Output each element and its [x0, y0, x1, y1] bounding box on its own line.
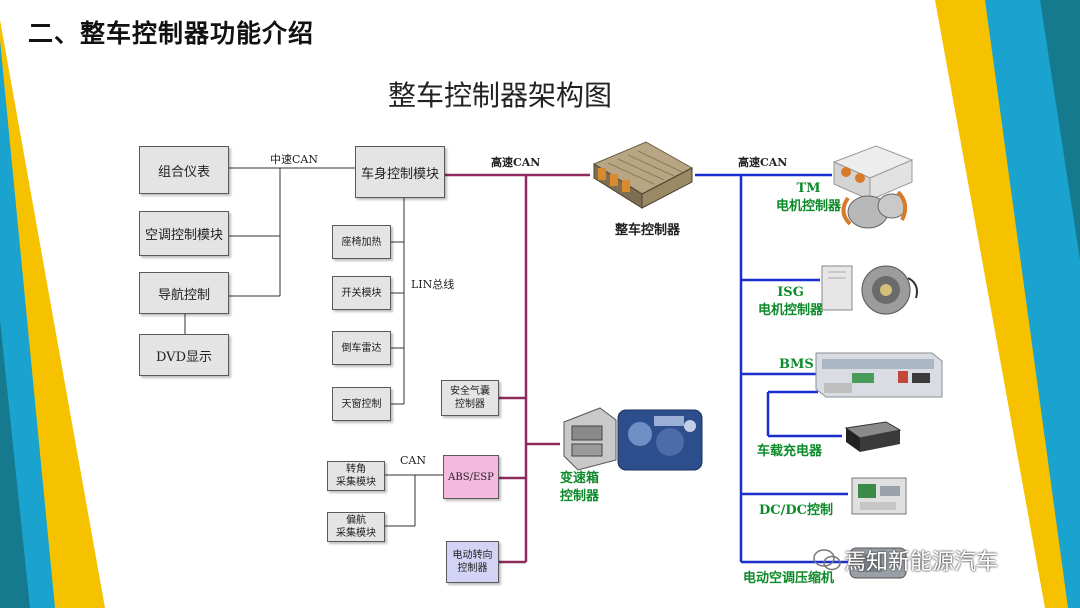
isg-line1: ISG — [777, 285, 804, 300]
wechat-icon — [813, 549, 841, 571]
label-tm: TM 电机控制器 — [776, 180, 841, 216]
airbag-line1: 安全气囊 — [450, 386, 490, 397]
right-blue-stripe — [985, 0, 1080, 608]
label-dcdc: DC/DC控制 — [759, 503, 833, 518]
label-mid-can: 中速CAN — [270, 153, 318, 166]
label-vcu: 整车控制器 — [615, 223, 681, 238]
isg-line2: 电机控制器 — [758, 303, 824, 318]
tcu-line1: 变速箱 — [560, 471, 600, 486]
box-body-control: 车身控制模块 — [355, 146, 445, 198]
box-sunroof: 天窗控制 — [332, 387, 391, 421]
tcu-image — [563, 407, 703, 471]
label-bms: BMS — [779, 357, 814, 372]
box-airbag: 安全气囊 控制器 — [441, 380, 499, 416]
tm-line2: 电机控制器 — [776, 199, 842, 214]
vcu-image — [592, 141, 694, 209]
box-seat-heating: 座椅加热 — [332, 225, 391, 259]
label-high-can-right: 高速CAN — [738, 156, 788, 169]
box-eps: 电动转向 控制器 — [446, 541, 499, 583]
tm-line1: TM — [796, 181, 821, 196]
box-cluster: 组合仪表 — [139, 146, 229, 194]
box-dvd: DVD显示 — [139, 334, 229, 376]
label-tcu: 变速箱 控制器 — [560, 470, 599, 506]
diagram-title: 整车控制器架构图 — [387, 79, 612, 112]
yaw-line1: 偏航 — [346, 515, 366, 526]
compressor-image — [849, 547, 907, 579]
left-teal-stripe — [0, 320, 30, 608]
label-lin: LIN总线 — [411, 278, 455, 291]
label-isg: ISG 电机控制器 — [758, 284, 823, 320]
label-can: CAN — [400, 454, 426, 467]
box-reverse-radar: 倒车雷达 — [332, 331, 391, 365]
box-abs-esp: ABS/ESP — [443, 455, 499, 499]
label-obc: 车载充电器 — [757, 444, 823, 459]
right-teal-stripe — [1040, 0, 1080, 260]
eps-line2: 控制器 — [457, 563, 488, 574]
box-steering-angle: 转角 采集模块 — [327, 461, 385, 491]
steering-angle-line2: 采集模块 — [336, 477, 376, 488]
steering-angle-line1: 转角 — [346, 464, 366, 475]
airbag-line2: 控制器 — [455, 399, 485, 410]
box-ac-module: 空调控制模块 — [139, 211, 229, 256]
dcdc-image — [851, 477, 907, 515]
isg-controller-image — [821, 265, 918, 315]
box-yaw: 偏航 采集模块 — [327, 512, 385, 542]
box-switch-module: 开关模块 — [332, 276, 391, 310]
bms-image — [815, 352, 943, 398]
box-navigation: 导航控制 — [139, 272, 229, 314]
watermark: 焉知新能源汽车 — [844, 550, 999, 575]
label-high-can-left: 高速CAN — [491, 156, 541, 169]
tm-controller-image — [832, 145, 914, 229]
slide-title: 二、整车控制器功能介绍 — [28, 19, 315, 48]
obc-image — [844, 421, 902, 452]
tcu-line2: 控制器 — [560, 489, 600, 504]
yaw-line2: 采集模块 — [336, 528, 376, 539]
eps-line1: 电动转向 — [452, 550, 493, 561]
label-compressor: 电动空调压缩机 — [743, 571, 835, 586]
